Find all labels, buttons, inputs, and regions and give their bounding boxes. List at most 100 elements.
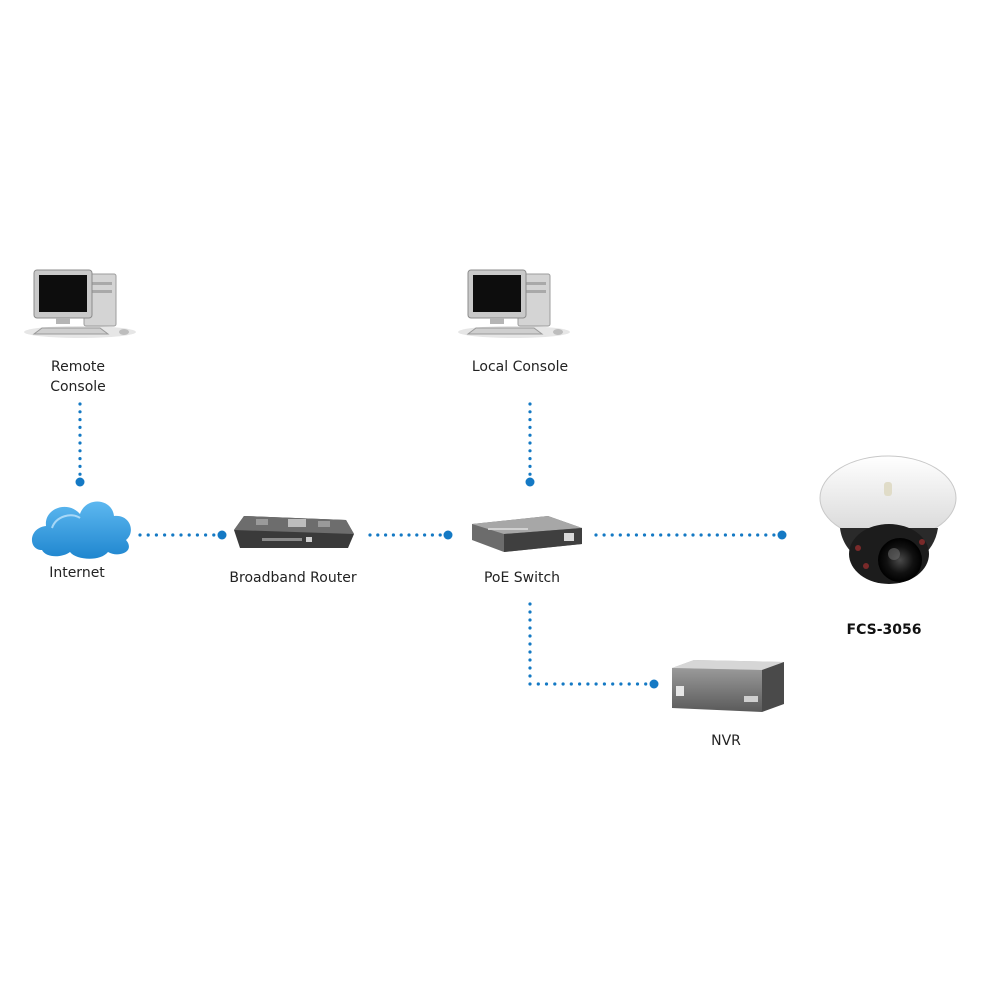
- local-console-label: Local Console: [472, 359, 568, 375]
- link-dot: [78, 418, 82, 422]
- internet-cloud: Internet: [31, 501, 131, 581]
- link-dot: [619, 682, 623, 686]
- link-dot: [602, 682, 607, 686]
- link-dot: [675, 533, 679, 537]
- link-dot: [748, 533, 752, 537]
- link-dot: [764, 533, 768, 537]
- dome-camera: FCS-3056: [819, 455, 957, 638]
- link-dot: [528, 418, 532, 422]
- link-dot: [146, 533, 150, 537]
- link-dot: [528, 674, 532, 678]
- nvr-recorder-icon: [672, 660, 784, 712]
- link-dot: [407, 533, 411, 537]
- link-endpoint-dot: [443, 530, 453, 540]
- link-dot: [715, 533, 719, 537]
- remote-console-label-line2: Console: [50, 379, 106, 395]
- link-dot: [659, 533, 663, 537]
- link-dot: [528, 666, 532, 670]
- remote-console-computer: Remote Console: [24, 269, 136, 395]
- link-dot: [594, 533, 598, 537]
- link-dot: [528, 433, 532, 437]
- link-dot: [423, 533, 427, 537]
- link-dot: [78, 425, 82, 429]
- link-dot: [528, 642, 532, 646]
- link-dot: [618, 533, 622, 537]
- link-endpoint-dot: [75, 477, 85, 487]
- link-dot: [179, 533, 183, 537]
- link-dot: [740, 533, 744, 537]
- link-dot: [536, 682, 540, 686]
- poe-switch: PoE Switch: [472, 516, 582, 586]
- link-dot: [683, 533, 687, 537]
- link-router-to-poe-switch: [368, 530, 453, 540]
- link-dot: [415, 533, 419, 537]
- link-dot: [528, 658, 532, 662]
- link-dot: [528, 634, 532, 638]
- nvr-recorder: NVR: [672, 660, 784, 749]
- link-dot: [635, 682, 640, 686]
- link-dot: [528, 402, 532, 406]
- connection-links: [75, 402, 787, 689]
- link-dot: [756, 533, 760, 537]
- link-dot: [78, 433, 82, 437]
- link-dot: [528, 410, 532, 414]
- link-dot: [438, 533, 442, 537]
- link-dot: [611, 682, 615, 686]
- router-label: Broadband Router: [229, 570, 356, 586]
- link-endpoint-dot: [649, 679, 659, 689]
- link-dot: [212, 533, 216, 537]
- link-dot: [430, 533, 434, 537]
- link-dot: [528, 682, 532, 686]
- link-dot: [528, 472, 532, 476]
- link-dot: [78, 410, 82, 414]
- network-switch-icon: [472, 516, 582, 552]
- link-dot: [78, 441, 82, 445]
- link-dot: [544, 682, 549, 686]
- link-dot: [187, 533, 191, 537]
- link-endpoint-dot: [777, 530, 787, 540]
- link-dot: [528, 618, 532, 622]
- link-dot: [634, 533, 639, 537]
- link-endpoint-dot: [525, 477, 535, 487]
- link-dot: [78, 464, 82, 468]
- link-dot: [626, 533, 630, 537]
- link-dot: [528, 610, 532, 614]
- router-icon: [234, 516, 354, 548]
- camera-model-label: FCS-3056: [847, 622, 922, 638]
- link-dot: [707, 533, 711, 537]
- remote-console-label-line1: Remote: [51, 359, 105, 375]
- link-dot: [627, 682, 631, 686]
- link-dot: [561, 682, 565, 686]
- link-dot: [195, 533, 199, 537]
- link-dot: [528, 441, 532, 445]
- link-dot: [528, 457, 532, 461]
- link-dot: [78, 457, 82, 461]
- link-dot: [528, 449, 532, 453]
- link-dot: [78, 402, 82, 406]
- desktop-computer-icon: [24, 269, 136, 338]
- link-dot: [651, 533, 655, 537]
- link-dot: [138, 533, 142, 537]
- link-dot: [163, 533, 167, 537]
- broadband-router: Broadband Router: [229, 516, 357, 586]
- link-dot: [594, 682, 598, 686]
- desktop-computer-icon: [458, 269, 570, 338]
- link-dot: [602, 533, 606, 537]
- link-dot: [171, 533, 175, 537]
- link-dot: [528, 650, 532, 654]
- link-dot: [391, 533, 395, 537]
- link-dot: [699, 533, 703, 537]
- link-dot: [667, 533, 671, 537]
- link-dot: [78, 472, 82, 476]
- link-dot: [399, 533, 403, 537]
- cloud-icon: [31, 501, 131, 559]
- local-console-computer: Local Console: [458, 269, 570, 375]
- link-dot: [528, 626, 532, 630]
- link-dot: [731, 533, 736, 537]
- link-dot: [78, 449, 82, 453]
- nvr-label: NVR: [711, 733, 741, 749]
- link-dot: [642, 533, 647, 537]
- link-dot: [553, 682, 557, 686]
- link-dot: [528, 602, 532, 606]
